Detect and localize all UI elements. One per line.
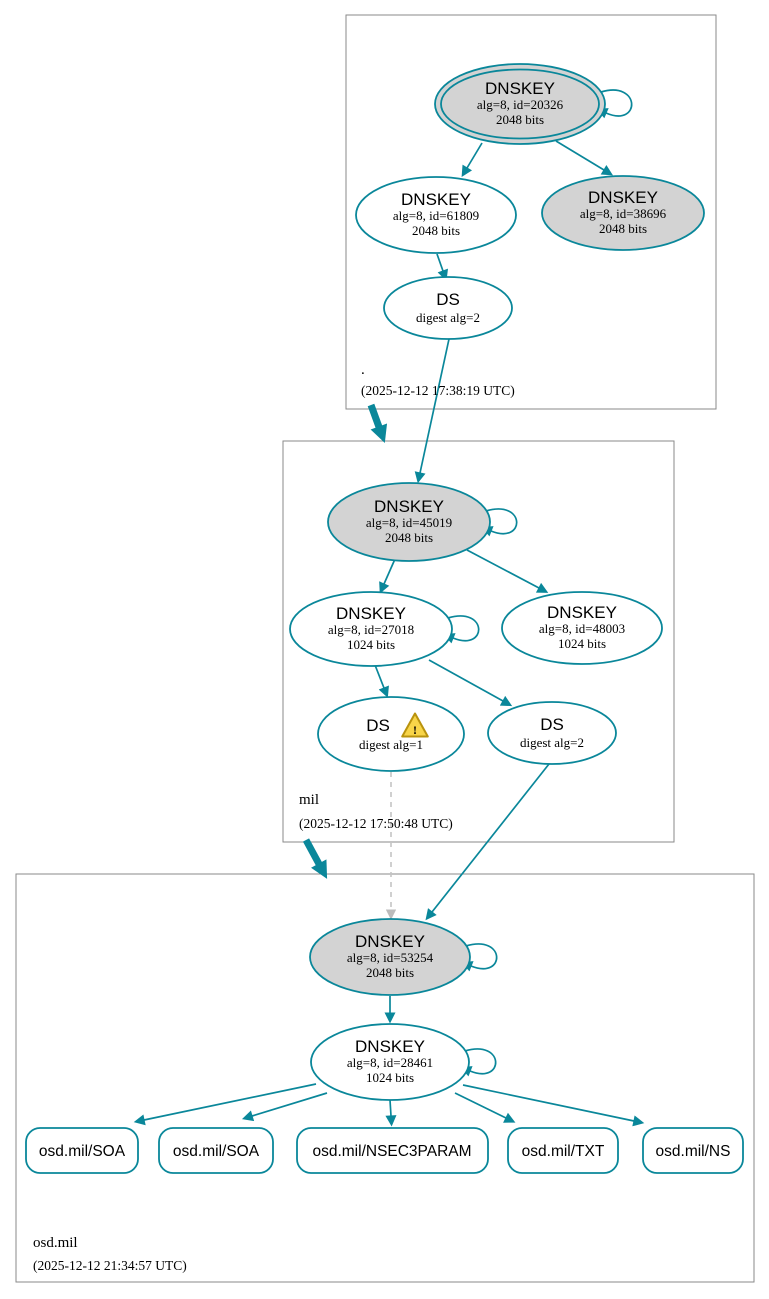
edge-osd-zsk-selfsign <box>460 1048 497 1077</box>
node-detail: alg=8, id=28461 <box>347 1055 433 1070</box>
mil-ds1-node[interactable]: DS ! digest alg=1 <box>317 696 465 772</box>
mil-zsk2-ellipse[interactable] <box>501 591 663 665</box>
node-type: DNSKEY <box>588 188 658 207</box>
node-size: 1024 bits <box>558 636 606 651</box>
node-type: DNSKEY <box>355 1037 425 1056</box>
node-type: DS <box>436 290 460 309</box>
node-detail: alg=8, id=45019 <box>366 515 452 530</box>
node-type: DNSKEY <box>336 604 406 623</box>
edge-mil-ksk-to-zsk2 <box>466 549 549 593</box>
mil-ksk-ellipse[interactable] <box>327 482 491 562</box>
edge-root-ds-to-mil-ksk <box>414 338 450 484</box>
root-ds-ellipse[interactable] <box>383 276 513 340</box>
node-detail: alg=8, id=20326 <box>477 97 564 112</box>
root-ksk-ellipse-inner <box>440 68 600 140</box>
edge-mil-zsk-to-ds1 <box>374 664 389 698</box>
node-size: 2048 bits <box>496 112 544 127</box>
edge-mil-zsk-to-ds2 <box>428 659 513 707</box>
edge-osd-zsk-to-txt <box>454 1092 516 1123</box>
root-ksk-ellipse-outer[interactable] <box>434 63 606 145</box>
mil-zsk-ellipse[interactable] <box>289 591 453 667</box>
zone-label-root: . <box>361 362 365 378</box>
edge-root-zsk-to-ds <box>436 253 449 281</box>
node-detail: alg=8, id=53254 <box>347 950 434 965</box>
rrset-osd-mil-txt-node[interactable]: osd.mil/TXT <box>507 1127 619 1174</box>
delegation-arrow-root-to-mil <box>367 403 388 443</box>
node-detail: digest alg=2 <box>520 735 584 750</box>
rrset-label: osd.mil/TXT <box>522 1143 605 1160</box>
rrset-box[interactable] <box>158 1127 274 1174</box>
rrset-label: osd.mil/SOA <box>173 1143 260 1160</box>
delegation-arrow-mil-to-osd-mil <box>302 838 328 879</box>
rrset-box[interactable] <box>507 1127 619 1174</box>
edge-osd-ksk-selfsign <box>461 943 498 972</box>
rrset-osd-mil-ns-node[interactable]: osd.mil/NS <box>642 1127 744 1174</box>
root-ksk2-dnskey-node[interactable]: DNSKEY alg=8, id=38696 2048 bits <box>541 175 705 251</box>
node-size: 1024 bits <box>347 637 395 652</box>
edge-mil-ds2-to-osd-ksk <box>425 763 550 921</box>
rrset-osd-mil-soa-2-node[interactable]: osd.mil/SOA <box>158 1127 274 1174</box>
rrset-label: osd.mil/SOA <box>39 1143 126 1160</box>
mil-zsk2-dnskey-node[interactable]: DNSKEY alg=8, id=48003 1024 bits <box>501 591 663 665</box>
zone-timestamp-mil: (2025-12-12 17:50:48 UTC) <box>299 816 453 831</box>
root-ds-node[interactable]: DS digest alg=2 <box>383 276 513 340</box>
zone-label-mil: mil <box>299 792 319 808</box>
rrset-box[interactable] <box>642 1127 744 1174</box>
edge-mil-zsk-selfsign <box>443 615 480 644</box>
rrset-osd-mil-nsec3param-node[interactable]: osd.mil/NSEC3PARAM <box>296 1127 489 1174</box>
node-type: DNSKEY <box>374 497 444 516</box>
edge-mil-ksk-selfsign <box>481 508 518 537</box>
edge-osd-zsk-to-ns <box>462 1084 645 1127</box>
mil-ksk-dnskey-node[interactable]: DNSKEY alg=8, id=45019 2048 bits <box>327 482 491 562</box>
mil-ds2-ellipse[interactable] <box>487 701 617 765</box>
node-size: 2048 bits <box>412 223 460 238</box>
node-detail: alg=8, id=48003 <box>539 621 625 636</box>
node-size: 1024 bits <box>366 1070 414 1085</box>
node-type: DS <box>366 716 390 735</box>
rrset-label: osd.mil/NSEC3PARAM <box>312 1143 471 1160</box>
root-ksk2-ellipse[interactable] <box>541 175 705 251</box>
osd-mil-zsk-dnskey-node[interactable]: DNSKEY alg=8, id=28461 1024 bits <box>310 1023 470 1101</box>
edge-root-ksk-selfsign <box>596 89 633 119</box>
mil-zsk-dnskey-node[interactable]: DNSKEY alg=8, id=27018 1024 bits <box>289 591 453 667</box>
node-type: DNSKEY <box>355 932 425 951</box>
node-detail: alg=8, id=61809 <box>393 208 479 223</box>
warning-exclamation: ! <box>413 723 417 737</box>
node-detail: digest alg=1 <box>359 737 423 752</box>
node-type: DNSKEY <box>547 603 617 622</box>
node-size: 2048 bits <box>599 221 647 236</box>
node-detail: alg=8, id=38696 <box>580 206 667 221</box>
node-type: DNSKEY <box>485 79 555 98</box>
edge-mil-ksk-to-zsk <box>379 558 396 594</box>
root-zsk-dnskey-node[interactable]: DNSKEY alg=8, id=61809 2048 bits <box>355 176 517 254</box>
root-ksk-dnskey-node[interactable]: DNSKEY alg=8, id=20326 2048 bits <box>434 63 606 145</box>
rrset-box[interactable] <box>25 1127 139 1174</box>
osd-mil-ksk-ellipse[interactable] <box>309 918 471 996</box>
rrset-label: osd.mil/NS <box>656 1143 731 1160</box>
osd-mil-zsk-ellipse[interactable] <box>310 1023 470 1101</box>
osd-mil-ksk-dnskey-node[interactable]: DNSKEY alg=8, id=53254 2048 bits <box>309 918 471 996</box>
rrset-osd-mil-soa-1-node[interactable]: osd.mil/SOA <box>25 1127 139 1174</box>
edge-osd-zsk-to-nsec3param <box>385 1099 397 1127</box>
mil-ds1-ellipse[interactable] <box>317 696 465 772</box>
zone-timestamp-root: (2025-12-12 17:38:19 UTC) <box>361 383 515 398</box>
edge-root-ksk-to-ksk2 <box>555 140 613 176</box>
zone-label-osd-mil: osd.mil <box>33 1235 78 1251</box>
node-detail: digest alg=2 <box>416 310 480 325</box>
warning-icon: ! <box>401 712 429 738</box>
node-size: 2048 bits <box>385 530 433 545</box>
edge-osd-zsk-to-soa2 <box>241 1092 328 1122</box>
mil-ds2-node[interactable]: DS digest alg=2 <box>487 701 617 765</box>
root-zsk-ellipse[interactable] <box>355 176 517 254</box>
node-detail: alg=8, id=27018 <box>328 622 414 637</box>
zone-timestamp-osd-mil: (2025-12-12 21:34:57 UTC) <box>33 1258 187 1273</box>
rrset-box[interactable] <box>296 1127 489 1174</box>
node-size: 2048 bits <box>366 965 414 980</box>
warning-triangle <box>401 712 429 738</box>
node-type: DNSKEY <box>401 190 471 209</box>
edge-root-ksk-to-zsk <box>461 142 483 178</box>
node-type: DS <box>540 715 564 734</box>
edge-osd-zsk-to-soa1 <box>133 1083 317 1126</box>
